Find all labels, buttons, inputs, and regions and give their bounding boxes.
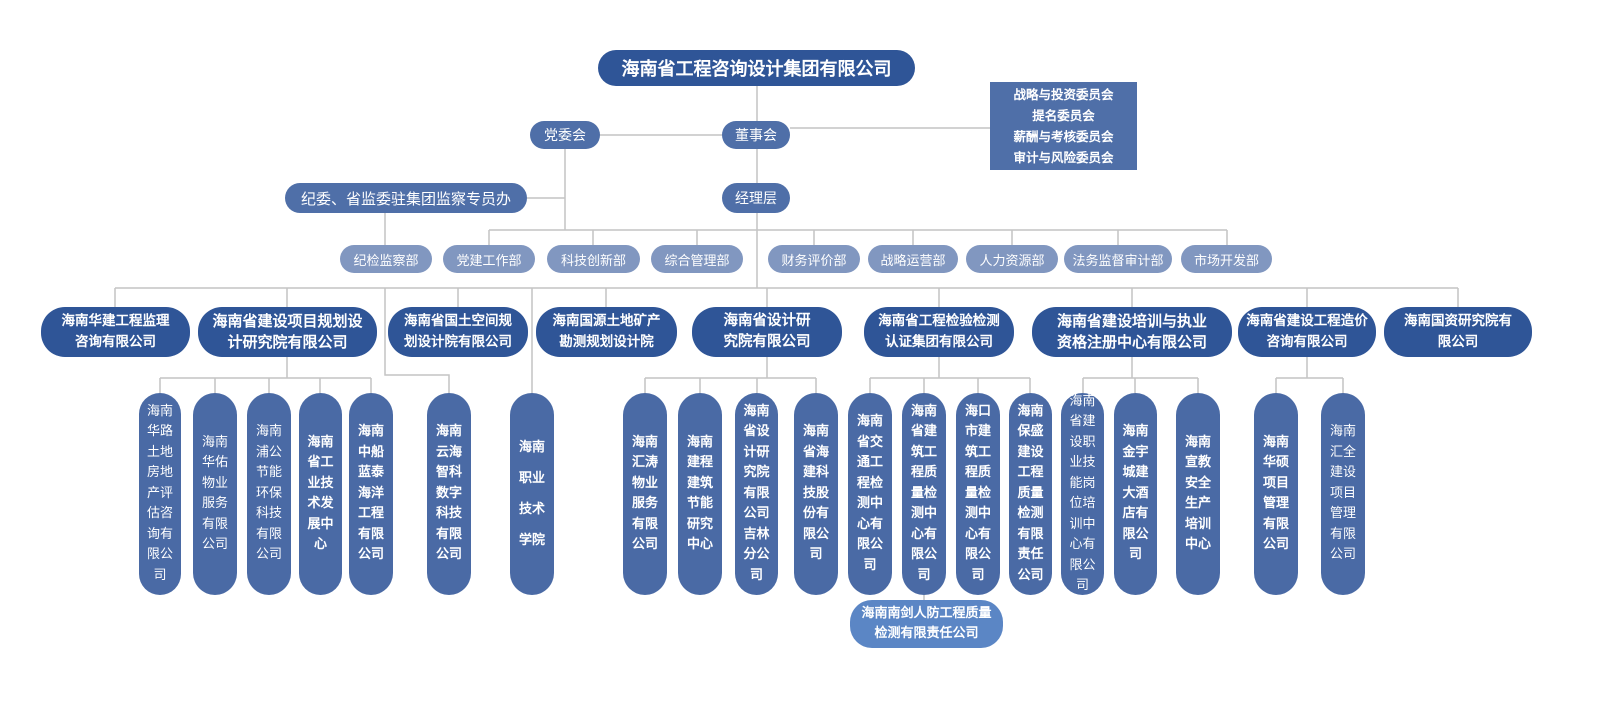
subsidiary: 海南省设计研究院有限公司	[692, 307, 842, 357]
affiliate: 海口市建筑工程质量检测中心有限公司	[956, 393, 1000, 595]
affiliate: 海南省建设职业技能岗位培训中心有限公司	[1061, 393, 1104, 595]
department: 市场开发部	[1181, 245, 1272, 273]
department: 科技创新部	[547, 245, 640, 273]
affiliate: 海南云海智科数字科技有限公司	[427, 393, 471, 595]
affiliate: 海南华路土地房地产评估咨询有限公司	[139, 393, 181, 595]
affiliate: 海南省设计研究院有限公司吉林分公司	[735, 393, 778, 595]
department: 纪检监察部	[340, 245, 432, 273]
affiliate: 海南金宇城建大酒店有限公司	[1114, 393, 1157, 595]
affiliate: 海南省海建科技股份有限公司	[794, 393, 838, 595]
subsidiary: 海南华建工程监理咨询有限公司	[41, 307, 190, 357]
department: 综合管理部	[651, 245, 743, 273]
affiliate: 海南浦公节能环保科技有限公司	[247, 393, 291, 595]
department: 战略运营部	[868, 245, 958, 273]
affiliate: 海南省建筑工程质量检测中心有限公司	[902, 393, 946, 595]
subsidiary: 海南省建设培训与执业资格注册中心有限公司	[1032, 307, 1232, 357]
subsidiary: 海南省建设工程造价咨询有限公司	[1238, 307, 1376, 357]
management-layer: 经理层	[722, 183, 790, 213]
committees-box: 战略与投资委员会 提名委员会 薪酬与考核委员会 审计与风险委员会	[990, 82, 1137, 170]
committee: 薪酬与考核委员会	[1013, 129, 1114, 144]
affiliate: 海南汇全建设项目管理有限公司	[1321, 393, 1365, 595]
root-company: 海南省工程咨询设计集团有限公司	[598, 50, 915, 86]
affiliate: 海南汇涛物业服务有限公司	[623, 393, 667, 595]
department: 党建工作部	[443, 245, 535, 273]
affiliate: 海南保盛建设工程质量检测有限责任公司	[1009, 393, 1052, 595]
committee: 提名委员会	[1032, 108, 1095, 123]
subsidiary: 海南省工程检验检测认证集团有限公司	[864, 307, 1014, 357]
committee: 战略与投资委员会	[1013, 87, 1114, 102]
discipline-office: 纪委、省监委驻集团监察专员办	[285, 183, 527, 213]
affiliate: 海南中船蓝泰海洋工程有限公司	[349, 393, 393, 595]
committee: 审计与风险委员会	[1013, 150, 1114, 165]
department: 财务评价部	[768, 245, 860, 273]
affiliate: 海南职业技术学院	[510, 393, 554, 595]
party-committee: 党委会	[530, 121, 600, 149]
subsidiary: 海南省建设项目规划设计研究院有限公司	[198, 307, 377, 357]
affiliate: 海南省交通工程检测中心有限公司	[848, 393, 892, 595]
affiliate: 海南省工业技术发展中心	[299, 393, 342, 595]
department: 人力资源部	[966, 245, 1058, 273]
affiliate: 海南华硕项目管理有限公司	[1254, 393, 1298, 595]
grandchild-affiliate: 海南南剑人防工程质量检测有限责任公司	[850, 600, 1003, 648]
affiliate: 海南华佑物业服务有限公司	[193, 393, 237, 595]
subsidiary: 海南国源土地矿产勘测规划设计院	[536, 307, 677, 357]
department: 法务监督审计部	[1064, 245, 1172, 273]
subsidiary: 海南省国土空间规划设计院有限公司	[388, 307, 528, 357]
board-of-directors: 董事会	[722, 121, 790, 149]
subsidiary: 海南国资研究院有限公司	[1384, 307, 1532, 357]
affiliate: 海南建程建筑节能研究中心	[678, 393, 722, 595]
affiliate: 海南宣教安全生产培训中心	[1176, 393, 1220, 595]
